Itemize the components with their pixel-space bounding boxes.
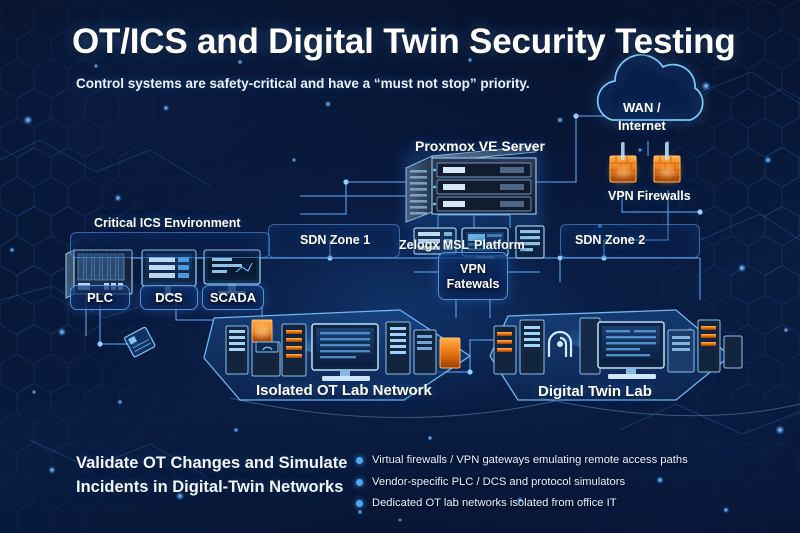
sdn-zone-1-label: SDN Zone 1 <box>300 233 371 247</box>
bullet-dot-icon <box>356 500 363 508</box>
bullet-text: Dedicated OT lab networks isolated from … <box>372 497 617 510</box>
vpn-firewalls-top-label: VPN Firewalls <box>608 189 691 203</box>
wan-cloud-label-line1: WAN / <box>623 100 661 115</box>
dcs-node[interactable]: DCS <box>140 285 198 310</box>
proxmox-server-icon <box>404 145 544 230</box>
isolated-ot-lab-label: Isolated OT Lab Network <box>256 382 432 399</box>
platform-label: Platform <box>474 238 525 252</box>
ics-device-icons <box>65 249 261 358</box>
bullet-dot-icon <box>356 457 363 464</box>
list-item: Vendor-specific PLC / DCS and protocol s… <box>356 475 716 490</box>
bullet-text: Vendor-specific PLC / DCS and protocol s… <box>372 475 626 488</box>
scada-label: SCADA <box>209 290 257 305</box>
list-item: Dedicated OT lab networks isolated from … <box>356 496 716 511</box>
wan-cloud-shape <box>596 54 704 121</box>
bullet-dot-icon <box>356 478 363 486</box>
zelogx-msl-label: Zelogx MSL <box>399 238 470 252</box>
critical-ics-environment-box <box>70 232 270 258</box>
list-item: Virtual firewalls / VPN gateways emulati… <box>356 453 716 468</box>
isolated-ot-lab-platform <box>203 306 472 401</box>
footer-heading-line2: Incidents in Digital-Twin Networks <box>76 477 344 496</box>
sdn-zone-1-box <box>268 224 400 258</box>
scada-node[interactable]: SCADA <box>202 285 264 310</box>
sdn-zone-2-box <box>560 224 700 258</box>
network-filaments <box>0 59 800 477</box>
critical-ics-environment-label: Critical ICS Environment <box>94 216 241 230</box>
sdn-zone-2-label: SDN Zone 2 <box>575 233 646 247</box>
bullet-text: Virtual firewalls / VPN gateways emulati… <box>372 454 688 466</box>
digital-twin-lab-label: Digital Twin Lab <box>538 383 652 400</box>
page-subtitle: Control systems are safety-critical and … <box>76 76 530 91</box>
footer-heading-line1: Validate OT Changes and Simulate <box>76 454 348 472</box>
vpn-firewalls-mid-line1: VPN <box>460 261 486 276</box>
particle-field <box>9 57 789 523</box>
proxmox-server-label: Proxmox VE Server <box>415 138 545 154</box>
plc-node[interactable]: PLC <box>70 285 130 310</box>
footer-heading: Validate OT Changes and Simulate Inciden… <box>76 452 347 500</box>
vpn-firewall-icons-top <box>608 142 682 184</box>
dcs-label: DCS <box>155 290 183 305</box>
digital-twin-lab-platform <box>489 305 743 401</box>
plc-label: PLC <box>87 290 113 305</box>
wan-cloud-label-line2: Internet <box>618 118 666 133</box>
vpn-firewalls-mid-node[interactable]: VPN Fatewals <box>438 252 508 300</box>
vpn-firewalls-mid-line2: Fatewals <box>446 276 500 291</box>
bottom-arcs <box>229 397 800 419</box>
page-title: OT/ICS and Digital Twin Security Testing <box>72 22 736 61</box>
footer-bullet-list: Virtual firewalls / VPN gateways emulati… <box>356 453 716 518</box>
